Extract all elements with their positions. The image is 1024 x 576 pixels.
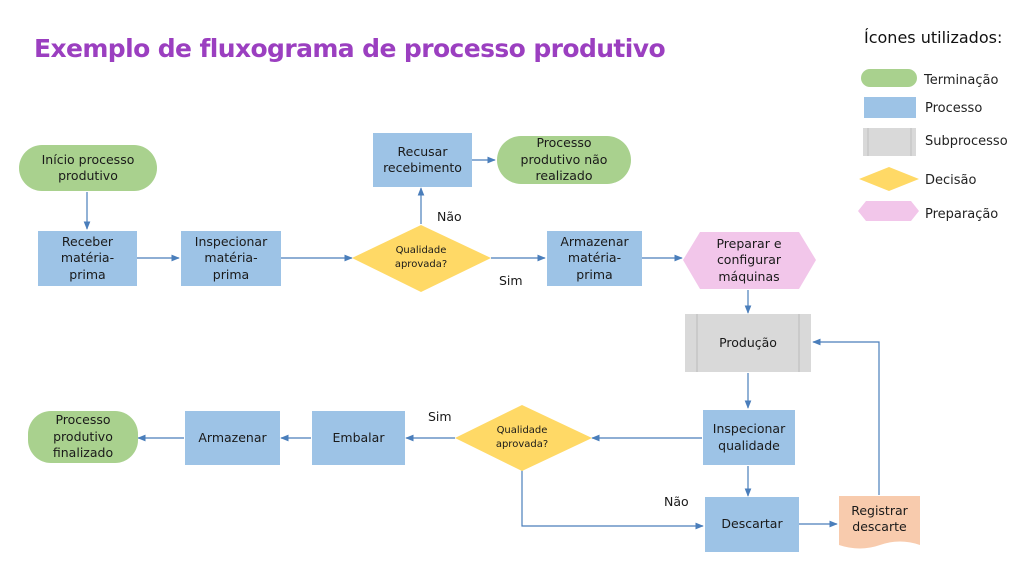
node-naorealizado-terminator: [497, 136, 631, 184]
node-inspecionar-q-process: [703, 410, 795, 465]
node-decisao2-decision: [455, 405, 592, 471]
legend-label-preparacao: Preparação: [925, 207, 999, 222]
legend-label-subprocesso: Subprocesso: [925, 134, 1008, 149]
edge-decisao2-descartar: [521, 470, 704, 530]
node-inicio-terminator: [19, 145, 157, 191]
edge-label-decisao1-sim: Sim: [499, 273, 523, 288]
node-armazenar-process: [185, 411, 280, 465]
connectors: [83, 156, 880, 530]
legend-subprocess-shape: [863, 128, 916, 156]
edge-registrar-producao: [812, 338, 880, 495]
node-decisao1-decision: [352, 225, 491, 292]
legend-label-terminacao: Terminação: [924, 73, 999, 88]
node-descartar-process: [705, 497, 799, 552]
edge-label-decisao1-nao: Não: [437, 209, 462, 224]
edge-label-decisao2-sim: Sim: [428, 409, 452, 424]
node-preparar-preparation: [683, 232, 816, 289]
page-title: Exemplo de fluxograma de processo produt…: [34, 34, 666, 63]
legend-title: Ícones utilizados:: [864, 28, 1003, 47]
legend-label-decisao: Decisão: [925, 173, 977, 188]
legend-decision-shape: [859, 167, 919, 191]
node-finalizado-terminator: [28, 411, 138, 463]
legend-label-processo: Processo: [925, 101, 983, 116]
legend-process-shape: [864, 97, 916, 118]
node-recusar-process: [373, 133, 472, 187]
node-producao-subprocess: [685, 314, 811, 372]
legend-preparation-shape: [858, 201, 919, 221]
edge-label-decisao2-nao: Não: [664, 494, 689, 509]
node-inspecionar-mp-process: [181, 231, 281, 286]
legend-terminator-shape: [861, 69, 917, 87]
node-armazenar-mp-process: [547, 231, 642, 286]
node-receber-process: [38, 231, 137, 286]
node-registrar-document: [839, 496, 920, 549]
node-embalar-process: [312, 411, 405, 465]
